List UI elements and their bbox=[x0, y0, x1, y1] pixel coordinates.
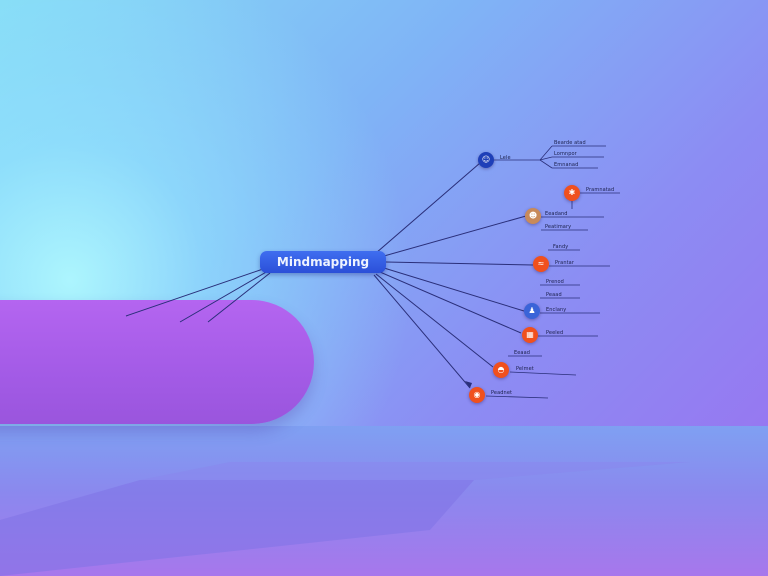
branch-node-b8[interactable]: ◉ bbox=[469, 387, 485, 403]
connector-b6 bbox=[379, 271, 522, 334]
branch-node-b2[interactable]: ✱ bbox=[564, 185, 580, 201]
connector-left-3 bbox=[207, 272, 271, 323]
branch-node-b4[interactable]: ≈ bbox=[533, 256, 549, 272]
central-topic-node[interactable]: Mindmapping bbox=[260, 251, 386, 273]
branch-node-b3[interactable]: ☻ bbox=[525, 208, 541, 224]
connector-b3 bbox=[383, 215, 527, 257]
connector-b7 bbox=[375, 273, 494, 368]
left-slab bbox=[0, 300, 314, 424]
person-icon: ☻ bbox=[528, 211, 538, 220]
arrow-head-b8 bbox=[465, 381, 472, 388]
branch-label-b1: Lele bbox=[500, 155, 511, 161]
connector-left-2 bbox=[179, 270, 269, 323]
connector-b4 bbox=[385, 261, 534, 266]
branch-label-b5: Enclany bbox=[546, 307, 567, 313]
connector-b8 bbox=[373, 274, 471, 389]
grid-icon: ▦ bbox=[526, 330, 534, 339]
subitem-label-b1-0: Bearde atad bbox=[554, 140, 586, 146]
branch-node-b7[interactable]: ◓ bbox=[493, 362, 509, 378]
face-icon: ☺ bbox=[481, 155, 491, 164]
connector-b1 bbox=[375, 162, 481, 254]
car-icon: ◓ bbox=[497, 365, 505, 374]
branch-node-b5[interactable]: ♟ bbox=[524, 303, 540, 319]
connector-left-1 bbox=[125, 267, 267, 317]
central-topic-label: Mindmapping bbox=[276, 255, 370, 269]
connector-b5 bbox=[383, 267, 525, 312]
subitem-label-b5-0: Prenod bbox=[546, 279, 564, 285]
branch-node-b6[interactable]: ▦ bbox=[522, 327, 538, 343]
gear-icon: ✱ bbox=[568, 188, 576, 197]
subitem-label-b3-0: Peatimary bbox=[545, 224, 572, 230]
branch-label-b8: Peadnet bbox=[491, 390, 513, 396]
eye-icon: ◉ bbox=[473, 390, 481, 399]
subitem-label-b4-0: Fandy bbox=[553, 244, 569, 250]
branch-label-b3: Eeadand bbox=[545, 211, 568, 217]
people-icon: ♟ bbox=[528, 306, 536, 315]
subitem-label-b1-1: Lomnpor bbox=[554, 151, 577, 157]
branch-label-b6: Peeled bbox=[546, 330, 564, 336]
subitem-label-b1-2: Emnanad bbox=[554, 162, 579, 168]
subitem-label-b5-1: Peaad bbox=[546, 292, 562, 298]
branch-label-b7: Pelmet bbox=[516, 366, 534, 372]
branch-label-b2: Pramnatad bbox=[586, 187, 615, 193]
branch-node-b1[interactable]: ☺ bbox=[478, 152, 494, 168]
subitem-label-b7-0: Eeaad bbox=[514, 350, 531, 356]
branch-label-b4: Prantar bbox=[555, 260, 574, 266]
chart-icon: ≈ bbox=[537, 259, 545, 268]
